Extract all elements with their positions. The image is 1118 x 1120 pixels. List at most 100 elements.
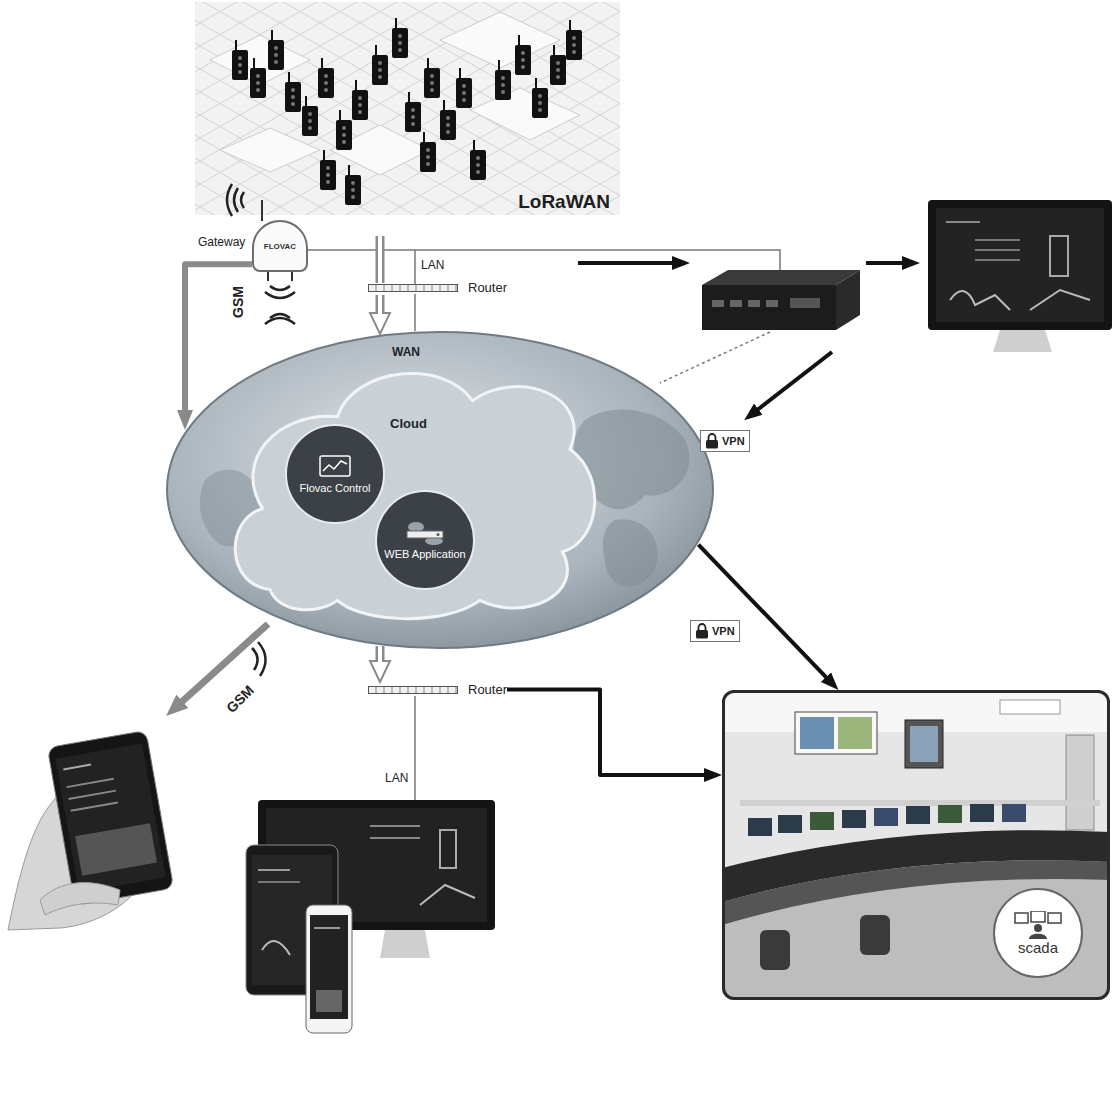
uplink-arrow-shaft [376,236,385,283]
mobile-waves [252,642,266,676]
service-label: WEB Application [384,548,465,560]
desktop-monitor [1050,236,1068,276]
network-label: GSM [223,682,257,716]
sensor-field [495,60,511,100]
hand-phone [66,779,113,787]
control-icon [314,455,356,479]
client-devices [246,800,495,1033]
sensor-field [372,45,388,85]
control-room [860,915,890,955]
vpn-badge: VPN [700,430,750,452]
operator-head [1034,924,1042,932]
scada-icon [1013,911,1063,939]
connector [507,690,712,776]
label-holder: GSM [229,286,247,318]
web-app-icon [404,521,446,545]
gsm-waves [270,286,290,290]
control-room [842,810,866,828]
control-room [906,806,930,824]
hand-phone [69,791,116,799]
continent [603,519,658,586]
desktop-monitor [993,330,1052,352]
cloud-body [235,374,594,619]
screen [1031,911,1045,922]
service-label: Flovac Control [300,482,371,494]
gateway-mount [261,200,263,221]
screen-frame [320,456,350,476]
control-room [905,720,943,768]
network-label: LAN [421,258,444,272]
control-room [810,812,834,830]
control-room [760,930,790,970]
control-room [778,815,802,833]
uplink-arrow-shaft [378,236,382,283]
sensor-field [352,80,368,120]
sensor-field [470,88,580,140]
service-circle: Flovac Control [285,424,385,524]
sensor-field [318,58,334,98]
server-led [437,533,440,536]
router-label: Router [468,682,507,697]
lock-shackle [699,624,706,630]
globe-body [167,332,713,648]
industrial-pc [766,300,778,307]
cloud-label: Cloud [390,416,427,431]
client-devices [314,927,340,929]
sensor-field [424,58,440,98]
lock-shackle [709,434,716,440]
sensor-field [405,92,421,132]
control-room [874,808,898,826]
uplink-arrow-shaft [380,236,381,283]
sensor-field [285,72,301,112]
gateway-mount [291,272,293,281]
sensor-field [515,35,531,75]
control-room [1002,804,1026,822]
screen [1015,913,1028,923]
gateway-label: Gateway [198,235,245,249]
mobile-waves [258,642,266,676]
sensor-field [250,58,266,98]
scada-badge: scada [993,888,1083,978]
sensor-field [392,18,408,58]
vpn-label: VPN [712,625,735,637]
sensor-field [195,2,620,215]
desktop-monitor [950,291,1010,310]
lan-wire [414,696,416,800]
client-devices [262,941,290,955]
sensor-field [302,96,318,136]
lock-icon [705,433,719,449]
hand-phone [47,730,173,905]
client-devices [440,830,456,868]
desktop-monitor [928,200,1112,330]
client-devices [380,930,430,958]
router-box: Router [368,682,507,697]
vpn-label: VPN [722,435,745,447]
vpn-link [660,332,770,383]
sensor-field [456,68,472,108]
router-label: Router [468,280,507,295]
sensor-field [470,140,486,180]
desktop-monitor [1030,290,1090,310]
operator-body [1029,933,1047,938]
client-devices [306,905,352,1033]
lora-waves [227,184,232,216]
hand-phone [40,883,120,915]
router-symbol [368,284,458,292]
industrial-pc [702,270,860,330]
control-room [748,818,772,836]
client-devices [258,869,290,871]
lock-icon [695,623,709,639]
lora-waves [234,188,238,212]
hand-phone [55,743,165,892]
gateway-box: FLOVACGateway [252,220,308,272]
desktop-monitor [975,259,1020,261]
label-holder: LAN [385,768,408,786]
control-room [722,690,1110,1000]
lock-body [706,440,718,449]
label-holder: Gateway [198,232,245,250]
desktop-monitor [936,208,1104,322]
sensor-field [268,30,284,70]
scada-label: scada [1018,939,1058,956]
sensor-field [232,40,248,80]
screen [1048,913,1061,923]
